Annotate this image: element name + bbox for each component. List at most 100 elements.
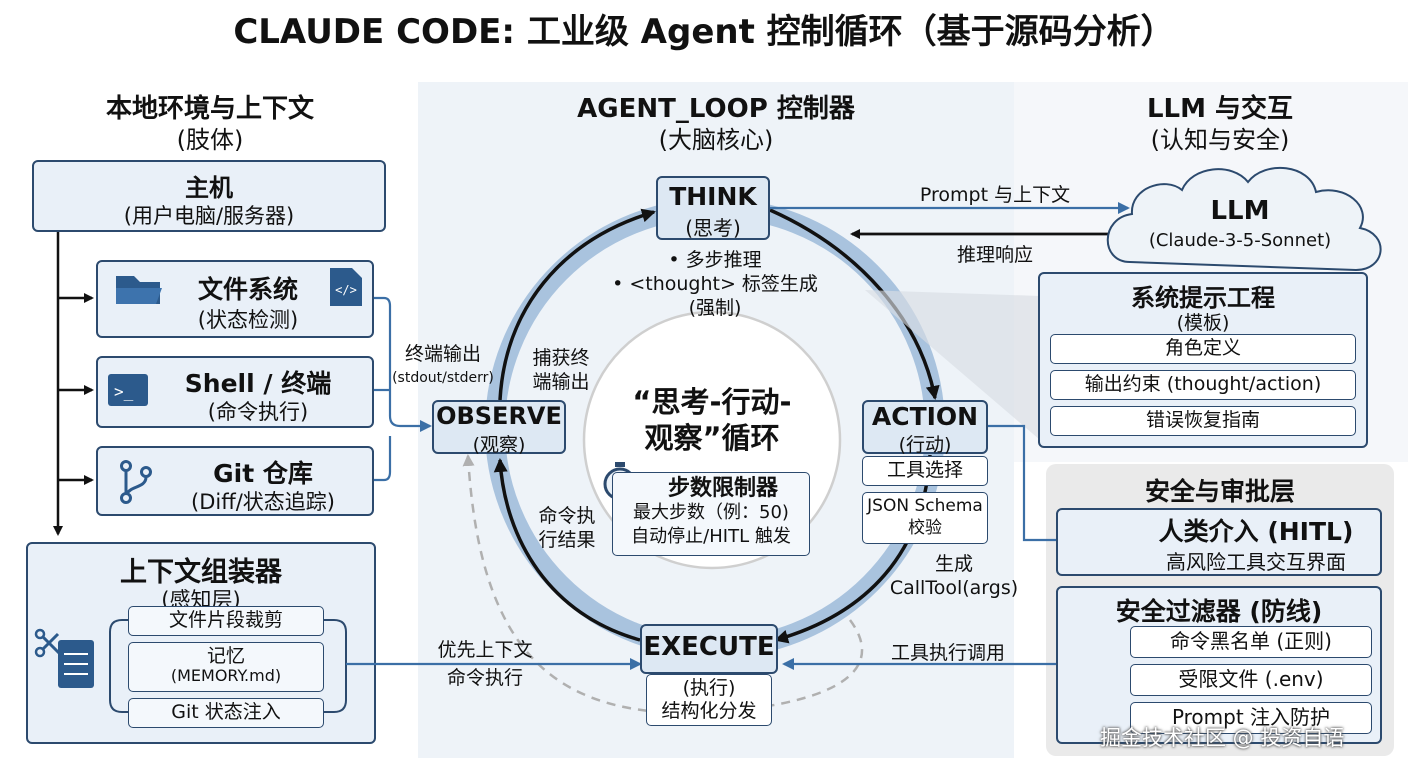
hitl-title: 人类介入 (HITL) bbox=[1158, 517, 1354, 546]
execute-subtitle: (执行) bbox=[682, 677, 736, 699]
terminal-output-label: 终端输出 (stdout/stderr) bbox=[388, 342, 498, 390]
folder-icon bbox=[116, 276, 162, 304]
git-subtitle: (Diff/状态追踪) bbox=[191, 490, 335, 514]
term-out-line-1: 终端输出 bbox=[404, 343, 481, 365]
limiter-title: 步数限制器 bbox=[667, 476, 778, 501]
gen-line-1: 生成 bbox=[934, 553, 973, 575]
filter-title: 安全过滤器 (防线) bbox=[1115, 597, 1323, 626]
filter-blacklist: 命令黑名单 (正则) bbox=[1130, 626, 1372, 658]
schema-line-2: 校验 bbox=[908, 518, 942, 538]
git-box: Git 仓库 (Diff/状态追踪) bbox=[96, 446, 374, 516]
host-subtitle: (用户电脑/服务器) bbox=[123, 204, 295, 228]
left-heading: 本地环境与上下文 bbox=[105, 94, 314, 124]
think-notes: • 多步推理 • <thought> 标签生成 (强制) bbox=[600, 248, 830, 320]
filter-restricted-files: 受限文件 (.env) bbox=[1130, 664, 1372, 696]
shell-subtitle: (命令执行) bbox=[207, 400, 309, 424]
hitl-subtitle: 高风险工具交互界面 bbox=[1166, 550, 1346, 574]
think-subtitle: (思考) bbox=[685, 216, 741, 240]
filter-prompt-injection: Prompt 注入防护 bbox=[1130, 702, 1372, 734]
assembler-item-memory: 记忆 (MEMORY.md) bbox=[128, 642, 324, 692]
action-node: ACTION (行动) bbox=[862, 400, 988, 456]
watermark: 掘金技术社区 @ 投资自语 bbox=[1100, 726, 1345, 750]
cmd-result-line-1: 命令执 bbox=[538, 505, 596, 527]
limiter-line-1: 最大步数（例：50) bbox=[633, 502, 789, 523]
execute-title: EXECUTE bbox=[643, 632, 775, 662]
memory-label: 记忆 bbox=[206, 645, 245, 667]
observe-node: OBSERVE (观察) bbox=[432, 400, 566, 456]
capture-line-1: 捕获终 bbox=[532, 347, 590, 369]
think-title: THINK bbox=[669, 182, 757, 211]
think-to-action-arrow bbox=[769, 208, 940, 400]
center-line-1: “思考-行动- bbox=[632, 385, 792, 419]
observe-subtitle: (观察) bbox=[472, 434, 526, 456]
action-to-hitl-line bbox=[988, 424, 1056, 542]
filesystem-subtitle: (状态检测) bbox=[197, 308, 299, 332]
sys-item-output: 输出约束 (thought/action) bbox=[1050, 370, 1356, 400]
llm-title: LLM bbox=[1210, 196, 1270, 226]
loop-subheading: (大脑核心) bbox=[658, 126, 774, 154]
code-file-icon: </> bbox=[330, 268, 362, 306]
generate-calltool-label: 生成 CallTool(args) bbox=[884, 552, 1024, 600]
observe-title: OBSERVE bbox=[436, 402, 562, 430]
gen-line-2: CallTool(args) bbox=[889, 577, 1019, 599]
priority-context-label: 优先上下文 命令执行 bbox=[420, 636, 550, 692]
center-loop-label: “思考-行动- 观察”循环 bbox=[612, 384, 812, 456]
left-subheading: (肢体) bbox=[176, 126, 244, 154]
sys-item-recovery: 错误恢复指南 bbox=[1050, 406, 1356, 436]
schema-box: JSON Schema 校验 bbox=[862, 492, 988, 544]
callout-wedge bbox=[865, 290, 1040, 440]
memory-file: (MEMORY.md) bbox=[170, 666, 282, 685]
scissors-doc-icon bbox=[34, 628, 94, 688]
think-note-1: • 多步推理 bbox=[668, 249, 762, 271]
step-limiter-box: 步数限制器 最大步数（例：50) 自动停止/HITL 触发 bbox=[612, 472, 810, 556]
execute-node: EXECUTE bbox=[640, 624, 778, 674]
assembler-item-snippet: 文件片段裁剪 bbox=[128, 606, 324, 636]
action-title: ACTION bbox=[871, 402, 979, 431]
sys-prompt-title: 系统提示工程 bbox=[1131, 284, 1275, 312]
tool-select-box: 工具选择 bbox=[862, 456, 988, 486]
think-node: THINK (思考) bbox=[656, 176, 770, 240]
assembler-item-git: Git 状态注入 bbox=[128, 698, 324, 728]
svg-text:</>: </> bbox=[335, 283, 357, 297]
execute-note: 结构化分发 bbox=[661, 700, 757, 722]
center-line-2: 观察”循环 bbox=[644, 421, 780, 455]
assembler-title: 上下文组装器 bbox=[120, 557, 282, 588]
execute-to-observe-arrow bbox=[493, 458, 641, 642]
response-label: 推理响应 bbox=[956, 244, 1033, 266]
modules-to-observe-line bbox=[374, 296, 432, 432]
capture-line-2: 端输出 bbox=[532, 371, 590, 393]
host-title: 主机 bbox=[185, 174, 233, 202]
observe-to-think-arrow bbox=[498, 208, 656, 401]
hitl-box: 人类介入 (HITL) 高风险工具交互界面 bbox=[1056, 508, 1382, 576]
svg-text:>_: >_ bbox=[114, 382, 134, 401]
sys-item-role: 角色定义 bbox=[1050, 334, 1356, 364]
think-note-2: • <thought> 标签生成 bbox=[612, 273, 818, 295]
git-title: Git 仓库 bbox=[213, 459, 313, 488]
schema-line-1: JSON Schema bbox=[867, 496, 983, 516]
host-box: 主机 (用户电脑/服务器) bbox=[32, 160, 386, 232]
term-out-line-2: (stdout/stderr) bbox=[392, 370, 494, 386]
filesystem-title: 文件系统 bbox=[197, 275, 298, 304]
loop-heading: AGENT_LOOP 控制器 bbox=[577, 94, 855, 124]
right-heading: LLM 与交互 bbox=[1146, 94, 1294, 124]
limiter-line-2: 自动停止/HITL 触发 bbox=[631, 526, 791, 547]
git-branch-icon bbox=[120, 460, 152, 504]
action-subtitle: (行动) bbox=[898, 434, 952, 456]
tool-call-label: 工具执行调用 bbox=[890, 642, 1005, 664]
page-title: CLAUDE CODE: 工业级 Agent 控制循环（基于源码分析） bbox=[233, 12, 1175, 52]
llm-model: (Claude-3-5-Sonnet) bbox=[1148, 230, 1332, 251]
action-to-execute-arrow bbox=[774, 454, 932, 644]
terminal-icon: >_ bbox=[108, 374, 148, 406]
think-note-3: (强制) bbox=[688, 297, 742, 319]
priority-line-2: 命令执行 bbox=[446, 667, 523, 689]
shell-title: Shell / 终端 bbox=[184, 369, 332, 398]
capture-output-label: 捕获终 端输出 bbox=[526, 346, 596, 394]
priority-line-1: 优先上下文 bbox=[437, 639, 533, 661]
prompt-label: Prompt 与上下文 bbox=[919, 184, 1071, 206]
sys-prompt-subtitle: (模板) bbox=[1176, 312, 1230, 334]
llm-cloud bbox=[1106, 166, 1382, 272]
cmd-result-line-2: 行结果 bbox=[538, 529, 596, 551]
security-heading: 安全与审批层 bbox=[1144, 477, 1295, 506]
execute-detail-box: (执行) 结构化分发 bbox=[646, 674, 772, 726]
right-subheading: (认知与安全) bbox=[1150, 126, 1290, 154]
